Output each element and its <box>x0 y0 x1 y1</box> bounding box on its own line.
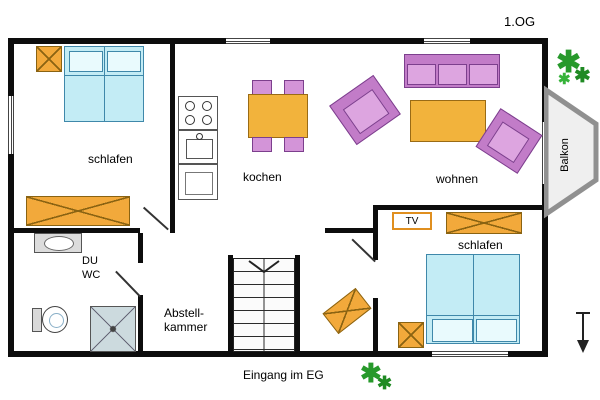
nightstand <box>36 46 62 72</box>
window-bottom-bedroom <box>432 351 508 357</box>
window-left-bedroom <box>8 96 14 154</box>
wall-stair-left <box>228 255 233 357</box>
nightstand <box>398 322 424 348</box>
wall-bedroom2-left-lower <box>373 298 378 357</box>
sofa-cushion <box>438 64 467 85</box>
burner-icon <box>184 101 195 111</box>
wall-outer-bottom <box>8 351 548 357</box>
staircase <box>233 258 295 352</box>
room-label-storage-line1: Abstell- <box>164 306 205 320</box>
room-label-bedroom-top: schlafen <box>88 152 133 166</box>
armchair-seat <box>486 121 530 164</box>
armchair-seat <box>342 89 390 135</box>
window-top-living <box>424 38 470 44</box>
armchair <box>329 74 401 146</box>
sofa-cushion <box>469 64 498 85</box>
toilet-tank <box>32 308 42 332</box>
window-top-kitchen <box>226 38 270 44</box>
double-bed-top <box>64 46 144 122</box>
kitchen-counter <box>178 164 218 200</box>
burner-icon <box>201 101 212 111</box>
double-bed-bottom <box>426 254 520 344</box>
sink-basin <box>44 236 74 251</box>
sofa-cushion <box>407 64 436 85</box>
counter-inset <box>185 172 213 195</box>
label-shower: DU <box>82 255 98 267</box>
dining-table <box>248 94 308 138</box>
plant-icon: ✱ <box>556 46 582 79</box>
toilet-bowl-inner <box>49 313 64 328</box>
plant-icon: ✱ <box>574 65 591 87</box>
tv: TV <box>392 212 432 230</box>
wardrobe <box>26 196 130 226</box>
dining-chair <box>284 80 304 95</box>
wall-bedroom2-left-upper <box>373 205 378 260</box>
bed-divider <box>104 47 105 121</box>
plant-icon: ✱ <box>558 71 571 88</box>
shower <box>90 306 136 352</box>
wall-bath-right-upper <box>138 233 143 263</box>
room-label-kitchen: kochen <box>243 170 282 184</box>
kitchen-sink-unit <box>178 130 218 164</box>
wall-hall-top <box>325 228 378 233</box>
room-label-living: wohnen <box>436 172 479 186</box>
plant-icon: ✱ <box>360 358 382 388</box>
burner-icon <box>184 115 195 125</box>
wardrobe <box>446 212 522 234</box>
burner-icon <box>201 115 212 125</box>
blanket-line <box>427 315 519 316</box>
dining-chair <box>252 137 272 152</box>
dining-chair <box>284 137 304 152</box>
door-leaf-bath <box>115 271 141 298</box>
balcony-label: Balkon <box>559 138 571 172</box>
wall-outer-left <box>8 38 14 357</box>
door-leaf-bedroom-top <box>142 207 169 231</box>
faucet-icon <box>196 133 203 140</box>
label-wc: WC <box>82 269 101 281</box>
compass-arrow-icon <box>576 312 590 353</box>
door-leaf-bedroom-bottom <box>351 238 376 263</box>
dining-chair <box>252 80 272 95</box>
wall-outer-top <box>8 38 548 44</box>
blanket-line <box>65 75 143 76</box>
wall-bedroom-bath <box>8 228 140 233</box>
wall-stair-right <box>295 255 300 357</box>
stove <box>178 96 218 130</box>
wall-bedroom2-top <box>373 205 548 210</box>
pillow <box>432 319 473 342</box>
pillow <box>69 51 103 72</box>
plant-icon: ✱ <box>377 373 393 393</box>
sofa <box>404 54 500 88</box>
pillow <box>107 51 141 72</box>
room-label-storage-line2: kammer <box>164 320 208 334</box>
wall-bedroom-kitchen <box>170 38 175 233</box>
kitchen-sink-basin <box>186 139 213 159</box>
hall-cabinet <box>322 287 372 335</box>
room-label-bedroom-bottom: schlafen <box>458 238 503 252</box>
stairs-down-arrow-icon <box>248 260 280 274</box>
balcony-outline <box>544 85 599 219</box>
pillow <box>476 319 517 342</box>
entrance-label: Eingang im EG <box>243 368 324 382</box>
coffee-table <box>410 100 486 142</box>
bed-divider <box>473 255 474 343</box>
wall-bath-right-lower <box>138 295 143 357</box>
floor-title: 1.OG <box>504 14 536 29</box>
